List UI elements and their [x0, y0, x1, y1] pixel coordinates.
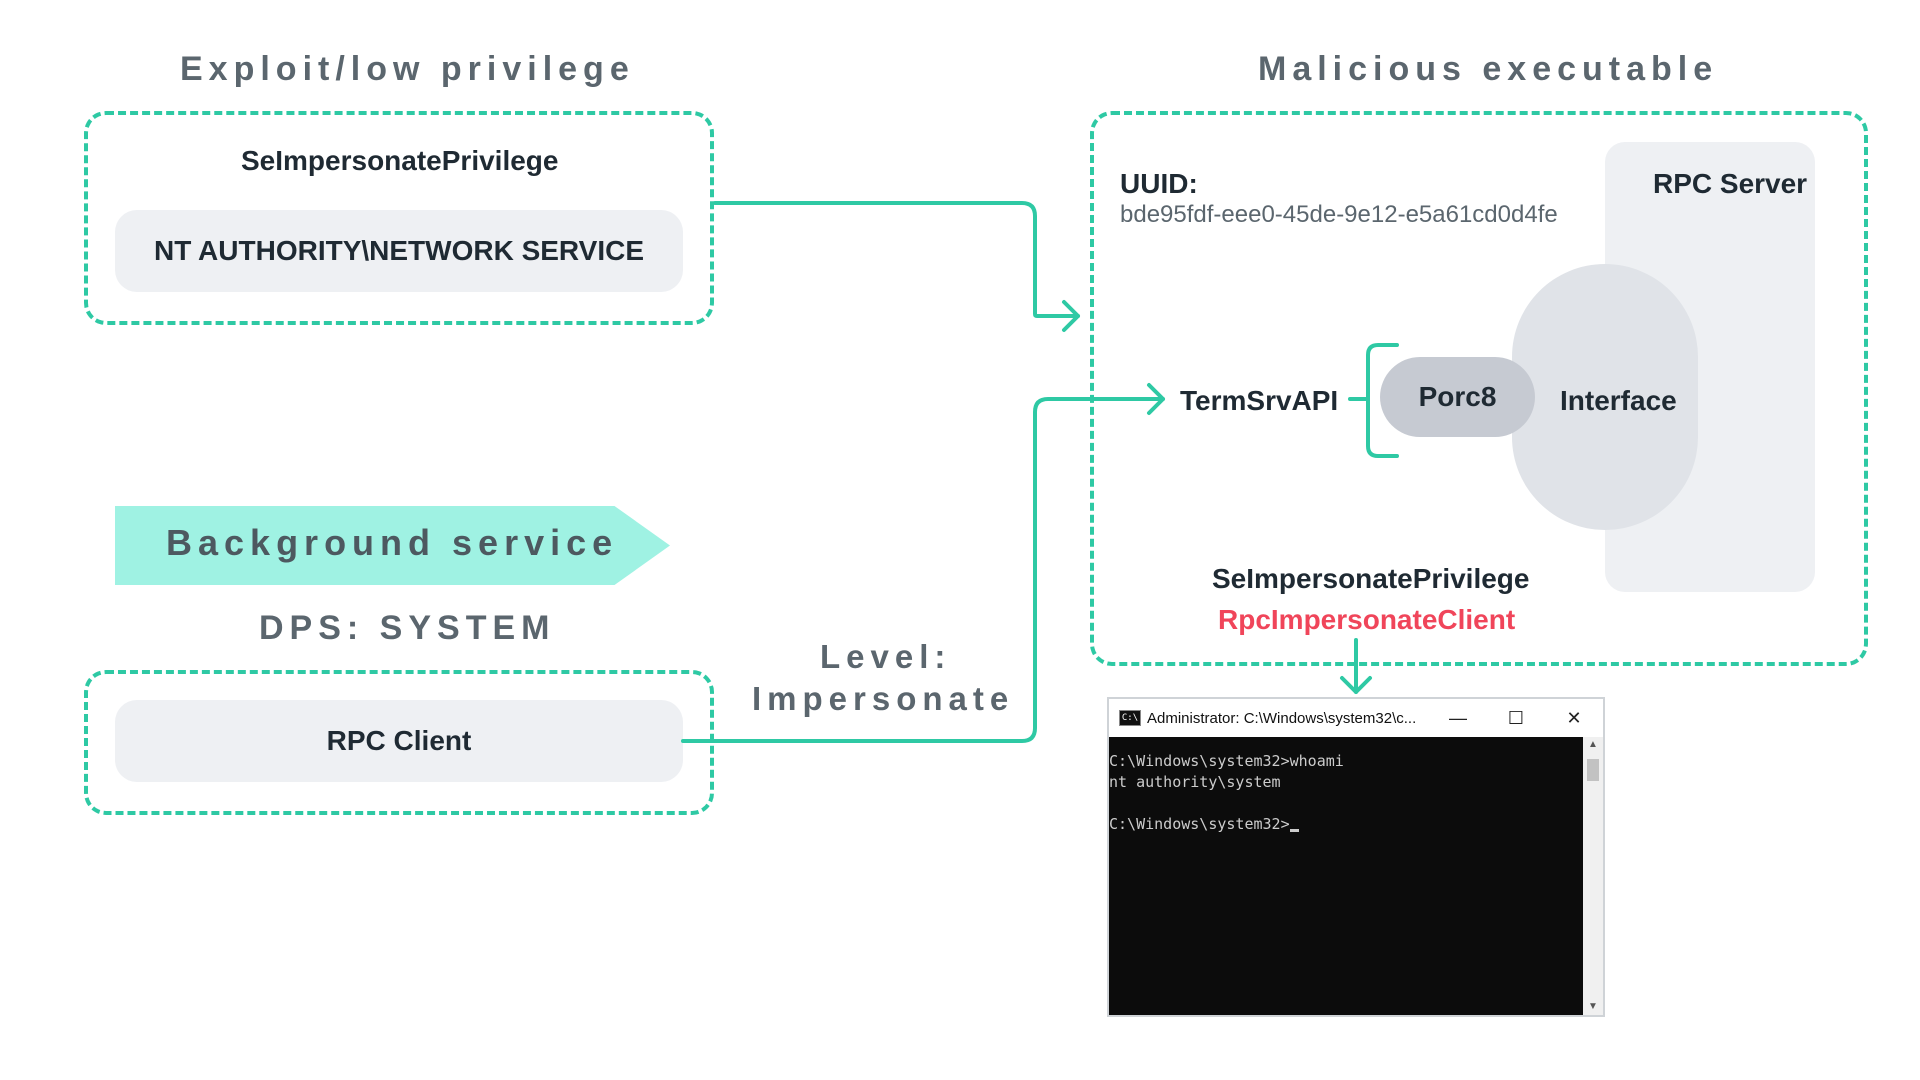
scroll-down-icon[interactable]: ▼ [1588, 1001, 1598, 1012]
uuid-label: UUID: [1120, 168, 1198, 199]
console-cursor [1289, 829, 1299, 832]
malicious-executable-box [1090, 111, 1868, 666]
exploit-to-executable-connector [713, 201, 1080, 318]
seimpersonate-privilege-label: SeImpersonatePrivilege [1212, 563, 1530, 594]
exploit-box [84, 111, 714, 325]
maximize-icon[interactable]: ☐ [1507, 707, 1525, 728]
malicious-executable-heading: Malicious executable [1258, 50, 1719, 88]
exploit-privilege-label: SeImpersonatePrivilege [241, 145, 559, 176]
exploit-arrowhead [1062, 300, 1080, 332]
termsrvapi-label: TermSrvAPI [1180, 385, 1339, 416]
scroll-up-icon[interactable]: ▲ [1588, 739, 1598, 750]
impersonate-level-label: Impersonate [752, 680, 1015, 717]
close-icon[interactable]: ✕ [1566, 707, 1582, 728]
console-title: Administrator: C:\Windows\system32\c... [1147, 709, 1417, 727]
level-label: Level: [820, 638, 952, 675]
interface-oval [1512, 264, 1698, 530]
scroll-thumb[interactable] [1587, 759, 1599, 781]
uuid-value: bde95fdf-eee0-45de-9e12-e5a61cd0d4fe [1120, 201, 1558, 228]
console-line [1109, 793, 1583, 814]
console-prompt: C:\Windows\system32> [1109, 815, 1290, 833]
console-window[interactable]: C:\ Administrator: C:\Windows\system32\c… [1107, 697, 1605, 1017]
background-service-banner [115, 506, 670, 585]
interface-label: Interface [1560, 385, 1677, 416]
console-titlebar[interactable]: C:\ Administrator: C:\Windows\system32\c… [1109, 699, 1603, 737]
console-app-icon: C:\ [1119, 710, 1141, 726]
rpc-server-label: RPC Server [1653, 168, 1808, 199]
rpc-client-pill: RPC Client [115, 700, 683, 782]
console-line: nt authority\system [1109, 773, 1281, 791]
console-arrowhead [1340, 676, 1372, 694]
background-service-label: Background service [166, 522, 619, 563]
exploit-heading: Exploit/low privilege [180, 50, 635, 88]
console-prompt-line: C:\Windows\system32> [1109, 814, 1583, 835]
console-scrollbar[interactable]: ▲ ▼ [1583, 737, 1603, 1015]
porc8-pill: Porc8 [1380, 357, 1535, 437]
console-line: C:\Windows\system32>whoami [1109, 752, 1344, 770]
console-output[interactable]: C:\Windows\system32>whoami nt authority\s… [1109, 737, 1583, 1015]
network-service-pill: NT AUTHORITY\NETWORK SERVICE [115, 210, 683, 292]
rpcimpersonateclient-label: RpcImpersonateClient [1218, 604, 1516, 635]
dps-heading: DPS: SYSTEM [259, 609, 556, 647]
minimize-icon[interactable]: — [1449, 707, 1467, 728]
